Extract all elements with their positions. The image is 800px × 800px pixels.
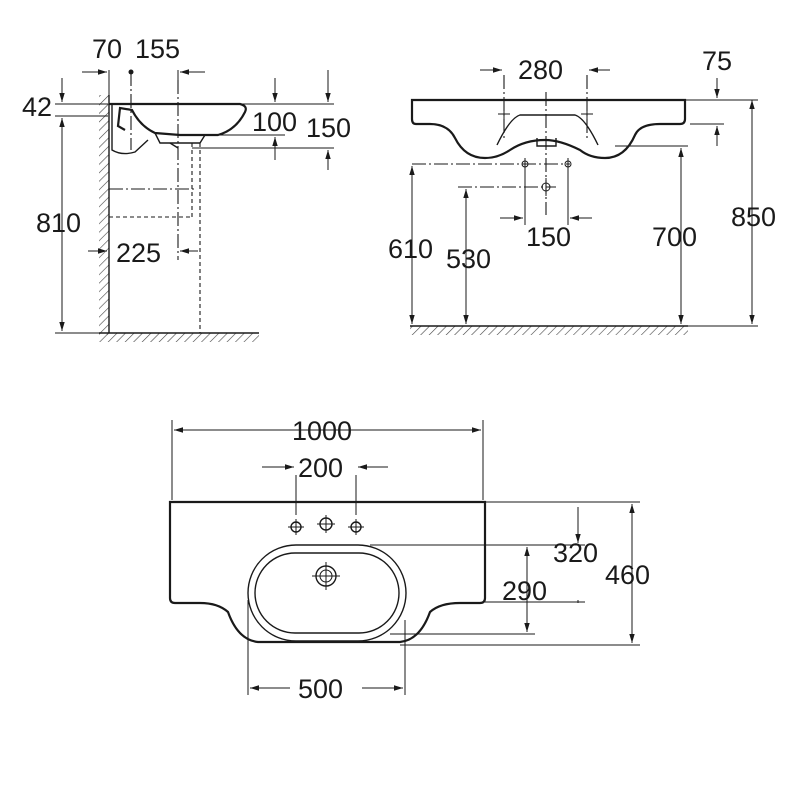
front-view: 280 75 850 610 530 [388, 46, 776, 335]
bowl-outer [247, 544, 407, 642]
basin-elevation [410, 98, 687, 160]
dim-150: 150 [306, 113, 351, 143]
dim-280: 280 [518, 55, 563, 85]
dim-155: 155 [135, 34, 180, 64]
basin-bowl-bottom [154, 132, 206, 144]
dim-1000: 1000 [292, 416, 352, 446]
dim-70: 70 [92, 34, 122, 64]
dim-290: 290 [502, 576, 547, 606]
bowl-inner [254, 552, 400, 634]
dim-225: 225 [116, 238, 161, 268]
dim-150-front: 150 [526, 222, 571, 252]
dim-700: 700 [652, 222, 697, 252]
dim-850: 850 [731, 202, 776, 232]
tap-hole-center [317, 515, 335, 533]
side-view: 70 155 42 810 100 150 225 [22, 34, 351, 342]
fixing-point-right [564, 158, 572, 170]
dim-500: 500 [298, 674, 343, 704]
tap-hole-right [348, 519, 364, 535]
tap-hole-left [288, 519, 304, 535]
fixing-point-left [521, 158, 529, 170]
basin-back [111, 104, 149, 155]
dim-530: 530 [446, 244, 491, 274]
dim-810: 810 [36, 208, 81, 238]
dim-200: 200 [298, 453, 343, 483]
basin-section [109, 102, 247, 137]
drain-icon [312, 562, 340, 590]
top-view: 1000 200 320 290 460 500 [168, 416, 650, 704]
front-floor-hatch [410, 326, 688, 335]
dim-610: 610 [388, 234, 433, 264]
dim-75: 75 [702, 46, 732, 76]
waste-outlet [169, 142, 179, 149]
tap-point [128, 69, 134, 75]
dim-100: 100 [252, 107, 297, 137]
bowl-outline [496, 114, 599, 146]
wall-hatch [99, 95, 109, 335]
floor-hatch [99, 333, 259, 342]
dim-320: 320 [553, 538, 598, 568]
dim-42: 42 [22, 92, 52, 122]
dim-460: 460 [605, 560, 650, 590]
basin-top-outline [168, 500, 487, 644]
